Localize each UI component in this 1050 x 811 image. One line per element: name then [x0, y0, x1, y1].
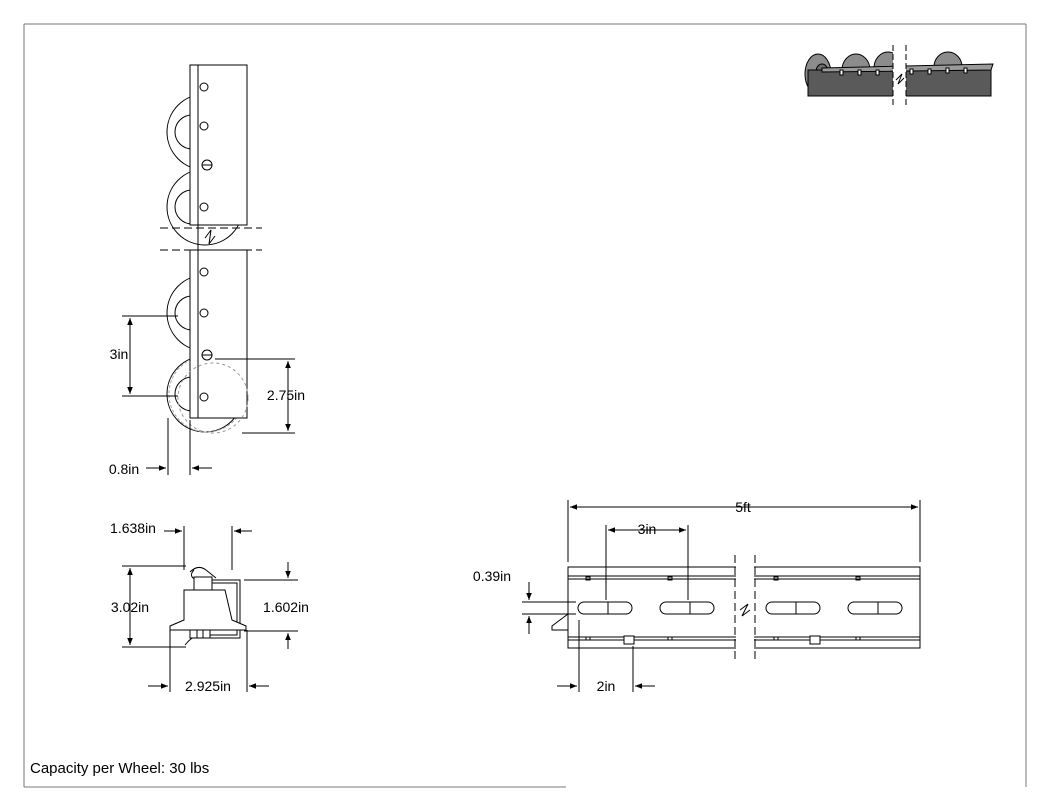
dim-slot-pitch: 3in: [638, 521, 657, 537]
dim-wheel-height: 2.75in: [267, 387, 305, 403]
side-view-axles: [199, 82, 213, 402]
sheet-border: [23, 23, 1027, 788]
capacity-note: Capacity per Wheel: 30 lbs: [30, 760, 210, 777]
dim-overall-height: 3.02in: [111, 599, 149, 615]
iso-view: [804, 45, 994, 107]
side-view: [122, 64, 295, 475]
dim-channel-height: 1.602in: [263, 599, 309, 615]
top-view-slots: [577, 601, 903, 615]
dim-slot-height: 0.39in: [473, 568, 511, 584]
dim-flange-width: 1.638in: [110, 520, 156, 536]
top-view-break: [734, 555, 756, 660]
dim-wheel-pitch: 3in: [110, 346, 129, 362]
side-view-break: [160, 227, 262, 251]
dim-overall-width: 2.925in: [185, 678, 231, 694]
dim-end-offset: 2in: [597, 678, 616, 694]
dim-wheel-offset: 0.8in: [109, 461, 139, 477]
top-view-rivets: [585, 576, 861, 645]
dim-rail-length: 5ft: [735, 499, 751, 515]
top-view: [522, 500, 921, 692]
end-view: [122, 526, 298, 692]
